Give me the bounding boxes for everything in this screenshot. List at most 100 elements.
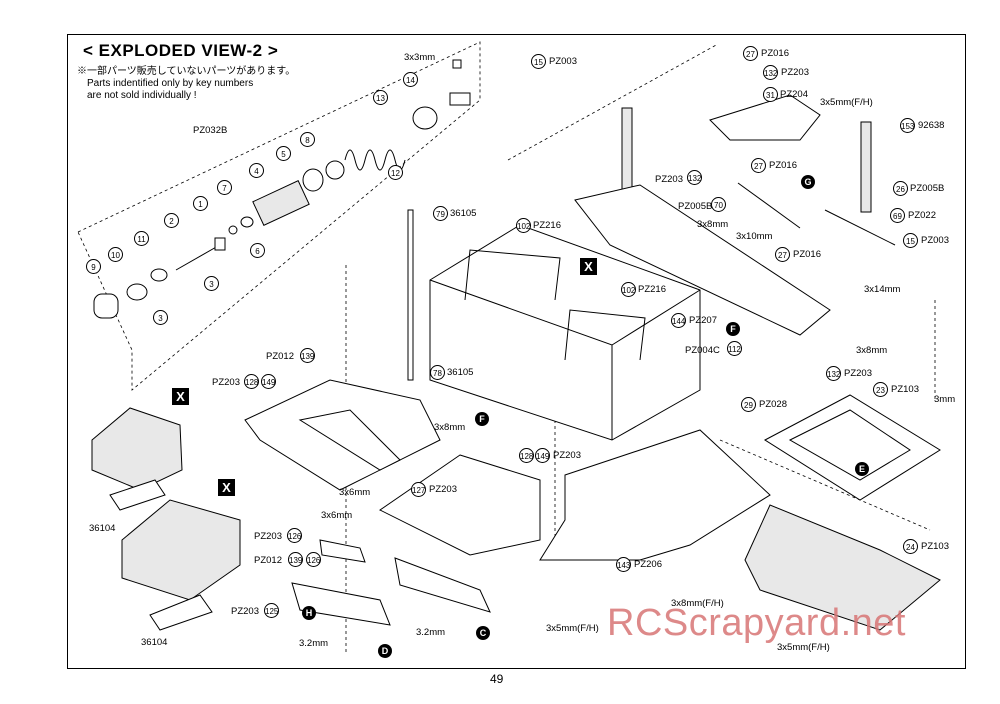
key-f2: F <box>475 412 489 426</box>
servo-saver <box>298 409 401 471</box>
page-title: < EXPLODED VIEW-2 > <box>83 41 279 60</box>
label-pz203-c: PZ203 <box>844 368 872 379</box>
circled-10: 10 <box>108 247 123 262</box>
circled-29: 29 <box>741 397 756 412</box>
circled-149a: 149 <box>261 374 276 389</box>
label-36105-a: 36105 <box>450 208 477 219</box>
receiver-pad <box>109 479 166 511</box>
esc <box>121 499 241 601</box>
label-pz206: PZ206 <box>634 559 662 570</box>
circled-139a: 139 <box>300 348 315 363</box>
circled-1: 1 <box>193 196 208 211</box>
circled-24: 24 <box>903 539 918 554</box>
circled-128b: 128 <box>519 448 534 463</box>
label-pz005b-a: PZ005B <box>910 183 945 194</box>
label-pz203-g: PZ203 <box>254 531 282 542</box>
circled-128a: 128 <box>244 374 259 389</box>
label-36104-a: 36104 <box>89 523 116 534</box>
circled-127: 127 <box>411 482 426 497</box>
label-3x5mm-fh-a: 3x5mm(F/H) <box>546 623 599 634</box>
note-line-2: Parts indentified only by key numbers <box>87 78 254 89</box>
label-3x10mm: 3x10mm <box>736 231 773 242</box>
circled-4: 4 <box>249 163 264 178</box>
label-pz103-b: PZ103 <box>921 541 949 552</box>
label-pz003-a: PZ003 <box>549 56 577 67</box>
watermark: RCScrapyard.net <box>607 602 906 644</box>
parts-note: ※一部パーツ販売していないパーツがあります。 Parts indentified… <box>77 66 295 102</box>
label-3mm: 3mm <box>934 394 956 405</box>
label-3x8mm-b: 3x8mm <box>856 345 888 356</box>
circled-26: 26 <box>893 181 908 196</box>
label-36105-b: 36105 <box>447 367 474 378</box>
key-h: H <box>302 606 316 620</box>
circled-126a: 126 <box>287 528 302 543</box>
receiver <box>91 407 183 491</box>
x-mark-battery: X <box>580 258 597 275</box>
label-pz203-a: PZ203 <box>781 67 809 78</box>
label-pz016-c: PZ016 <box>793 249 821 260</box>
post-left <box>621 107 633 199</box>
label-pz012-b: PZ012 <box>254 555 282 566</box>
tower-group-outline <box>507 43 719 161</box>
upper-arm <box>709 94 821 141</box>
circled-132c: 132 <box>826 366 841 381</box>
page-number: 49 <box>490 672 504 686</box>
bumper-group-outline <box>719 439 931 531</box>
shaft <box>824 209 896 246</box>
label-pz207: PZ207 <box>689 315 717 326</box>
note-line-3: are not sold individually ! <box>87 90 197 101</box>
label-pz022: PZ022 <box>908 210 936 221</box>
lower-arm-c <box>394 557 491 613</box>
circled-69: 69 <box>890 208 905 223</box>
label-pz003-b: PZ003 <box>921 235 949 246</box>
label-3x8mm-c: 3x8mm <box>434 422 466 433</box>
label-pz103-a: PZ103 <box>891 384 919 395</box>
label-pz016-a: PZ016 <box>761 48 789 59</box>
label-3x5mm-fh-b: 3x5mm(F/H) <box>777 642 830 653</box>
label-pz203-b: PZ203 <box>655 174 683 185</box>
key-d: D <box>378 644 392 658</box>
circled-12: 12 <box>388 165 403 180</box>
circled-7: 7 <box>217 180 232 195</box>
circled-3a: 3 <box>204 276 219 291</box>
shock-parts <box>93 59 471 319</box>
label-pz203-f: PZ203 <box>429 484 457 495</box>
label-3x6mm-a: 3x6mm <box>339 487 371 498</box>
circled-102b: 102 <box>621 282 636 297</box>
label-pz216-a: PZ216 <box>533 220 561 231</box>
label-pz204: PZ204 <box>780 89 808 100</box>
lower-arm-h <box>291 582 391 626</box>
label-3x6mm-b: 3x6mm <box>321 510 353 521</box>
circled-9: 9 <box>86 259 101 274</box>
circled-102a: 102 <box>516 218 531 233</box>
x-mark-esc: X <box>218 479 235 496</box>
circled-15b: 15 <box>903 233 918 248</box>
frame-pz103 <box>764 394 941 501</box>
key-c: C <box>476 626 490 640</box>
circled-78: 78 <box>430 365 445 380</box>
circled-144: 144 <box>671 313 686 328</box>
circled-3b: 3 <box>153 310 168 325</box>
post-right <box>860 121 872 213</box>
note-line-1: ※一部パーツ販売していないパーツがあります。 <box>77 66 296 77</box>
key-g: G <box>801 175 815 189</box>
servo-holder-right <box>379 454 541 556</box>
label-pz032b: PZ032B <box>193 125 228 136</box>
circled-132a: 132 <box>763 65 778 80</box>
circled-153: 153 <box>900 118 915 133</box>
circled-27c: 27 <box>775 247 790 262</box>
esc-plate-pz206 <box>539 429 771 561</box>
circled-11: 11 <box>134 231 149 246</box>
circled-70: 70 <box>711 197 726 212</box>
circled-13: 13 <box>373 90 388 105</box>
label-3-2mm-a: 3.2mm <box>299 638 329 649</box>
circled-15a: 15 <box>531 54 546 69</box>
circled-112: 112 <box>727 341 742 356</box>
key-f1: F <box>726 322 740 336</box>
circled-125: 125 <box>264 603 279 618</box>
esc-pad <box>149 594 213 631</box>
label-92638: 92638 <box>918 120 945 131</box>
label-pz016-b: PZ016 <box>769 160 797 171</box>
label-36104-b: 36104 <box>141 637 168 648</box>
